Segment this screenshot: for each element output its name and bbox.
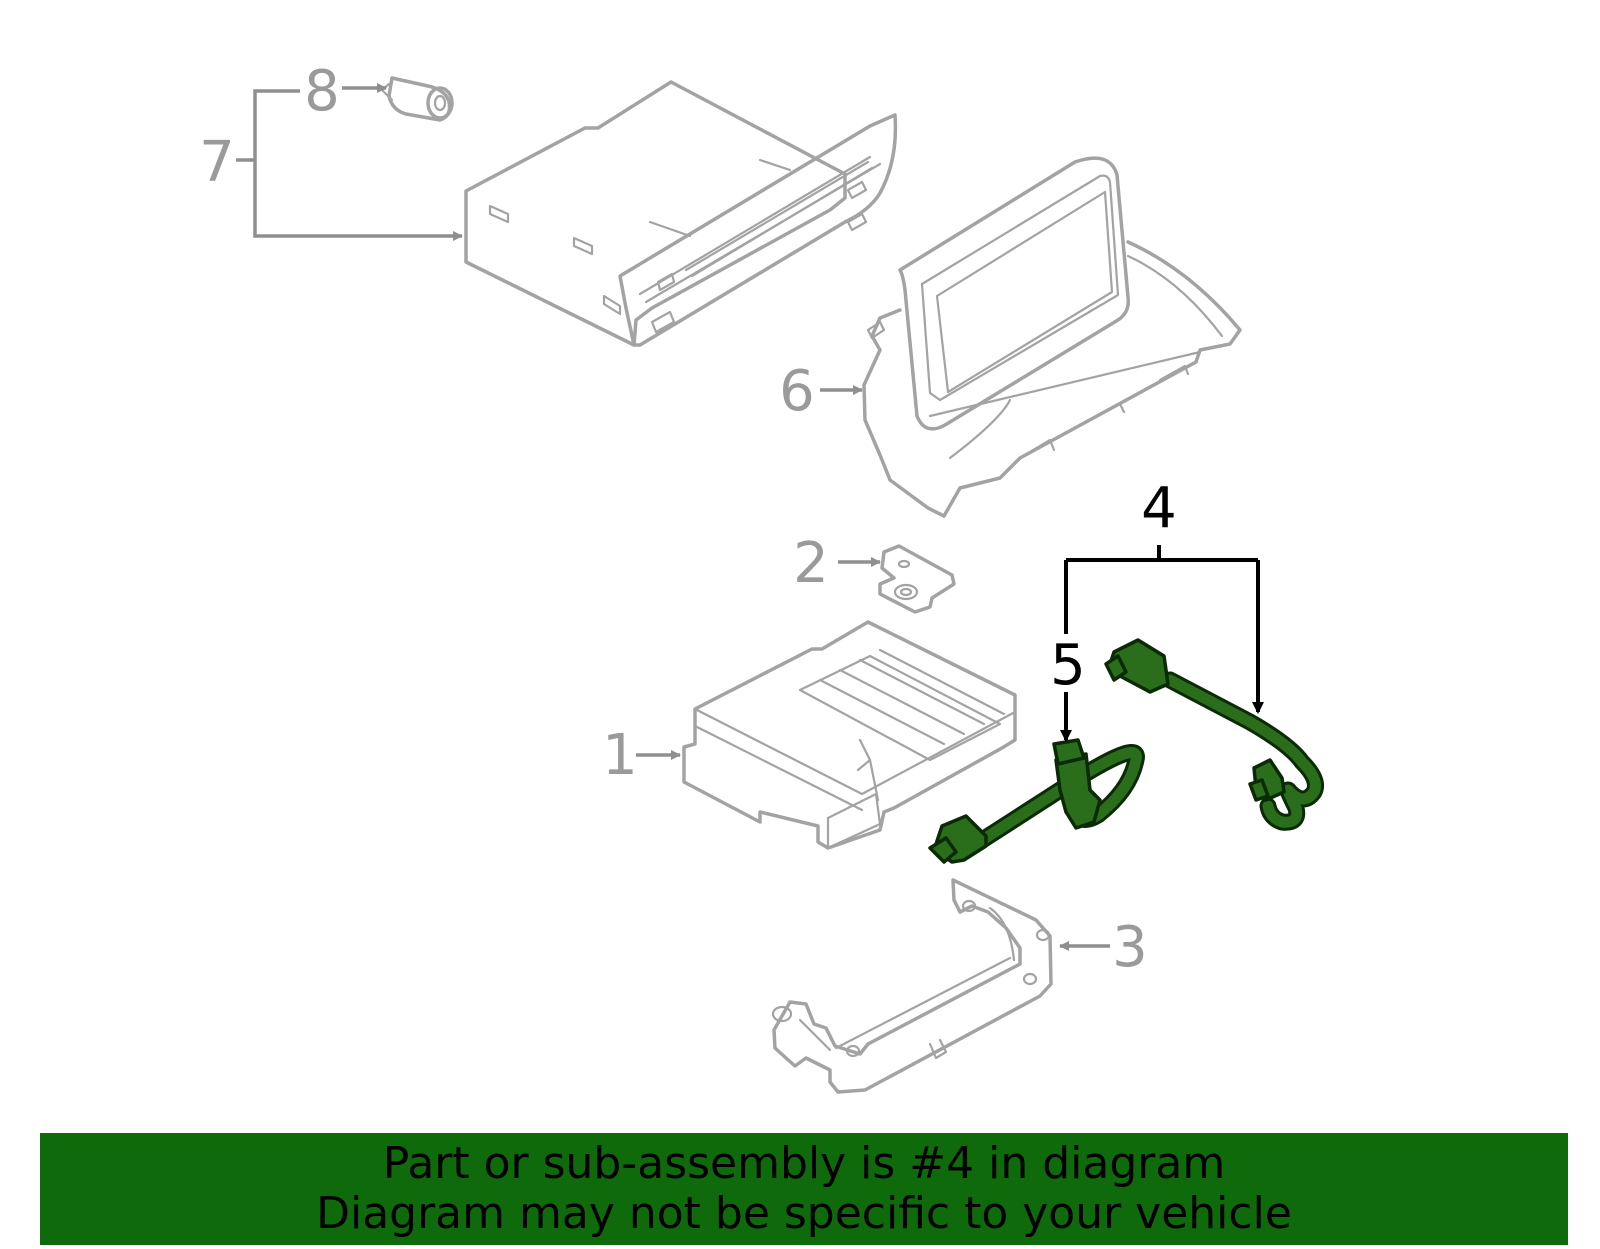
callout-1: 1 <box>602 723 638 788</box>
callout-7: 7 <box>199 130 235 195</box>
callout-6: 6 <box>779 359 815 424</box>
callout-2: 2 <box>793 531 829 596</box>
part-4-harness <box>1104 638 1324 831</box>
notice-banner: Part or sub-assembly is #4 in diagram Di… <box>40 1133 1568 1245</box>
banner-line-2: Diagram may not be specific to your vehi… <box>316 1188 1292 1239</box>
part-3-mounting-bracket <box>771 878 1053 1094</box>
part-1-amplifier <box>682 620 1017 850</box>
callout-8: 8 <box>304 59 340 124</box>
leader-lines <box>236 83 1264 951</box>
part-6-display <box>862 156 1242 518</box>
part-8-knob <box>380 76 454 122</box>
part-7-audio-unit <box>464 80 898 347</box>
callout-5: 5 <box>1050 633 1086 698</box>
banner-line-1: Part or sub-assembly is #4 in diagram <box>382 1138 1226 1189</box>
part-2-bracket <box>878 544 956 614</box>
part-5-harness <box>928 738 1145 864</box>
callout-3: 3 <box>1112 915 1148 980</box>
callout-4: 4 <box>1141 476 1177 541</box>
